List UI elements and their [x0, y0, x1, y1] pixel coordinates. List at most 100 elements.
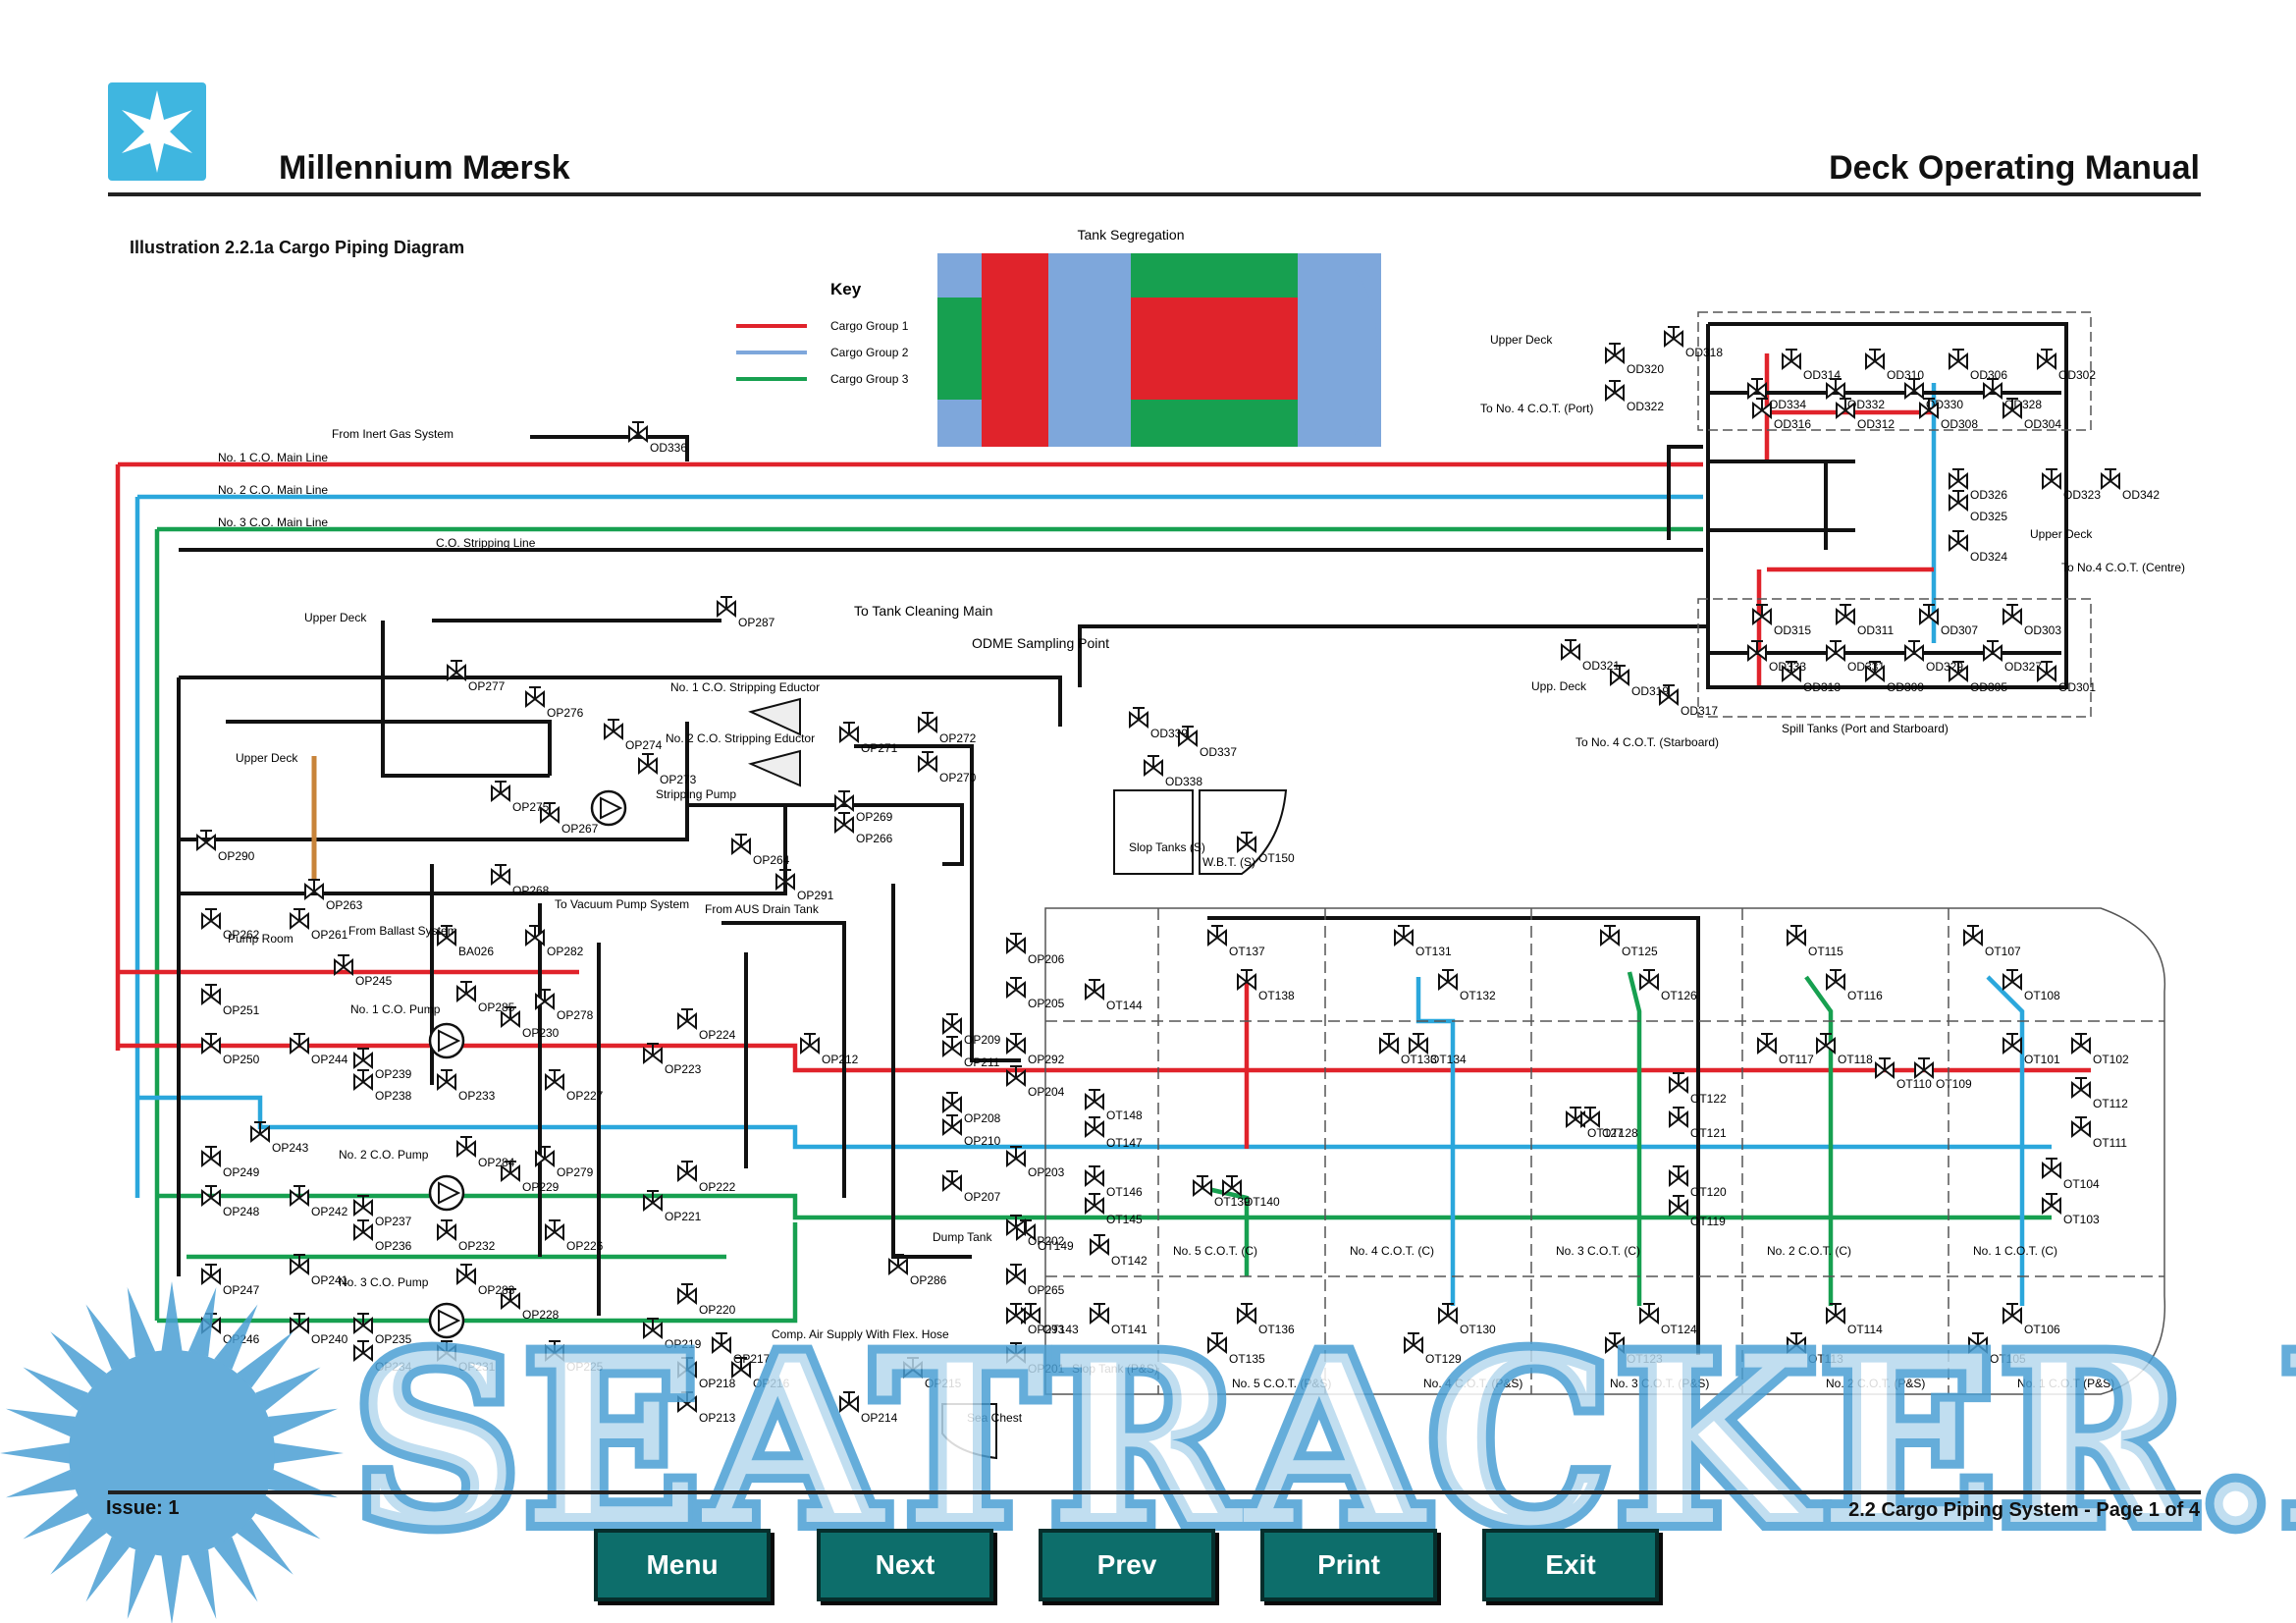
valve-icon[interactable] — [456, 981, 476, 1001]
valve-icon[interactable] — [834, 790, 854, 811]
valve-icon[interactable] — [290, 1313, 309, 1333]
valve-icon[interactable] — [290, 1033, 309, 1054]
valve-icon[interactable] — [353, 1219, 373, 1240]
valve-icon[interactable] — [201, 1033, 221, 1054]
valve-icon[interactable] — [2002, 604, 2022, 624]
valve-icon[interactable] — [1006, 1146, 1026, 1166]
valve-icon[interactable] — [201, 908, 221, 929]
valve-icon[interactable] — [1669, 1165, 1688, 1186]
valve-icon[interactable] — [1222, 1175, 1242, 1196]
valve-icon[interactable] — [1757, 1033, 1777, 1054]
valve-icon[interactable] — [2002, 969, 2022, 990]
valve-icon[interactable] — [1669, 1072, 1688, 1093]
valve-icon[interactable] — [1394, 925, 1414, 946]
valve-icon[interactable] — [2071, 1033, 2091, 1054]
valve-icon[interactable] — [1144, 755, 1163, 776]
valve-icon[interactable] — [2037, 349, 2056, 369]
valve-icon[interactable] — [491, 864, 510, 885]
exit-button[interactable]: Exit — [1482, 1529, 1659, 1601]
valve-icon[interactable] — [353, 1195, 373, 1216]
valve-icon[interactable] — [1006, 933, 1026, 953]
valve-icon[interactable] — [731, 834, 751, 854]
valve-icon[interactable] — [800, 1033, 820, 1054]
valve-icon[interactable] — [201, 1264, 221, 1284]
valve-icon[interactable] — [942, 1170, 962, 1191]
valve-icon[interactable] — [942, 1013, 962, 1034]
valve-icon[interactable] — [437, 1219, 456, 1240]
valve-icon[interactable] — [353, 1069, 373, 1090]
valve-icon[interactable] — [1090, 1234, 1109, 1255]
valve-icon[interactable] — [1438, 969, 1458, 990]
valve-icon[interactable] — [1006, 1033, 1026, 1054]
valve-icon[interactable] — [2042, 468, 2061, 489]
valve-icon[interactable] — [353, 1048, 373, 1068]
valve-icon[interactable] — [942, 1036, 962, 1056]
valve-icon[interactable] — [1782, 349, 1801, 369]
valve-icon[interactable] — [1836, 604, 1855, 624]
valve-icon[interactable] — [456, 1264, 476, 1284]
valve-icon[interactable] — [1826, 640, 1845, 661]
valve-icon[interactable] — [1561, 639, 1580, 660]
valve-icon[interactable] — [677, 1161, 697, 1181]
valve-icon[interactable] — [201, 1185, 221, 1206]
valve-icon[interactable] — [201, 1146, 221, 1166]
valve-icon[interactable] — [491, 781, 510, 801]
valve-icon[interactable] — [1085, 1193, 1104, 1214]
valve-icon[interactable] — [1949, 468, 1968, 489]
valve-icon[interactable] — [1193, 1175, 1212, 1196]
valve-icon[interactable] — [1752, 604, 1772, 624]
valve-icon[interactable] — [304, 879, 324, 899]
valve-icon[interactable] — [1129, 707, 1148, 728]
valve-icon[interactable] — [1580, 1107, 1600, 1127]
valve-icon[interactable] — [604, 719, 623, 739]
valve-icon[interactable] — [1600, 925, 1620, 946]
valve-icon[interactable] — [1379, 1033, 1399, 1054]
valve-icon[interactable] — [1914, 1057, 1934, 1078]
valve-icon[interactable] — [290, 908, 309, 929]
valve-icon[interactable] — [1085, 1089, 1104, 1109]
valve-icon[interactable] — [918, 712, 937, 732]
valve-icon[interactable] — [1983, 640, 2002, 661]
valve-icon[interactable] — [942, 1092, 962, 1112]
valve-icon[interactable] — [1207, 925, 1227, 946]
valve-icon[interactable] — [201, 984, 221, 1004]
valve-icon[interactable] — [1006, 1264, 1026, 1284]
valve-icon[interactable] — [839, 722, 859, 742]
valve-icon[interactable] — [1826, 969, 1845, 990]
valve-icon[interactable] — [717, 596, 736, 617]
valve-icon[interactable] — [638, 753, 658, 774]
valve-icon[interactable] — [1006, 977, 1026, 998]
valve-icon[interactable] — [1605, 380, 1625, 401]
valve-icon[interactable] — [545, 1219, 564, 1240]
valve-icon[interactable] — [437, 1069, 456, 1090]
valve-icon[interactable] — [2101, 468, 2120, 489]
valve-icon[interactable] — [1865, 349, 1885, 369]
valve-icon[interactable] — [545, 1069, 564, 1090]
valve-icon[interactable] — [2042, 1158, 2061, 1178]
valve-icon[interactable] — [196, 830, 216, 850]
valve-icon[interactable] — [2071, 1077, 2091, 1098]
valve-icon[interactable] — [1949, 530, 1968, 551]
valve-icon[interactable] — [1664, 326, 1683, 347]
valve-icon[interactable] — [525, 686, 545, 707]
valve-icon[interactable] — [1669, 1107, 1688, 1127]
valve-icon[interactable] — [1949, 349, 1968, 369]
valve-icon[interactable] — [1085, 1165, 1104, 1186]
valve-icon[interactable] — [1669, 1195, 1688, 1216]
valve-icon[interactable] — [1747, 378, 1767, 399]
valve-icon[interactable] — [1963, 925, 1983, 946]
valve-icon[interactable] — [2071, 1116, 2091, 1137]
valve-icon[interactable] — [677, 1008, 697, 1029]
menu-button[interactable]: Menu — [594, 1529, 771, 1601]
valve-icon[interactable] — [2002, 1033, 2022, 1054]
next-button[interactable]: Next — [817, 1529, 993, 1601]
valve-icon[interactable] — [1787, 925, 1806, 946]
valve-icon[interactable] — [942, 1114, 962, 1135]
valve-icon[interactable] — [1904, 640, 1924, 661]
valve-icon[interactable] — [1409, 1033, 1428, 1054]
valve-icon[interactable] — [1085, 979, 1104, 1000]
valve-icon[interactable] — [1639, 969, 1659, 990]
valve-icon[interactable] — [2042, 1193, 2061, 1214]
print-button[interactable]: Print — [1260, 1529, 1437, 1601]
valve-icon[interactable] — [918, 751, 937, 772]
